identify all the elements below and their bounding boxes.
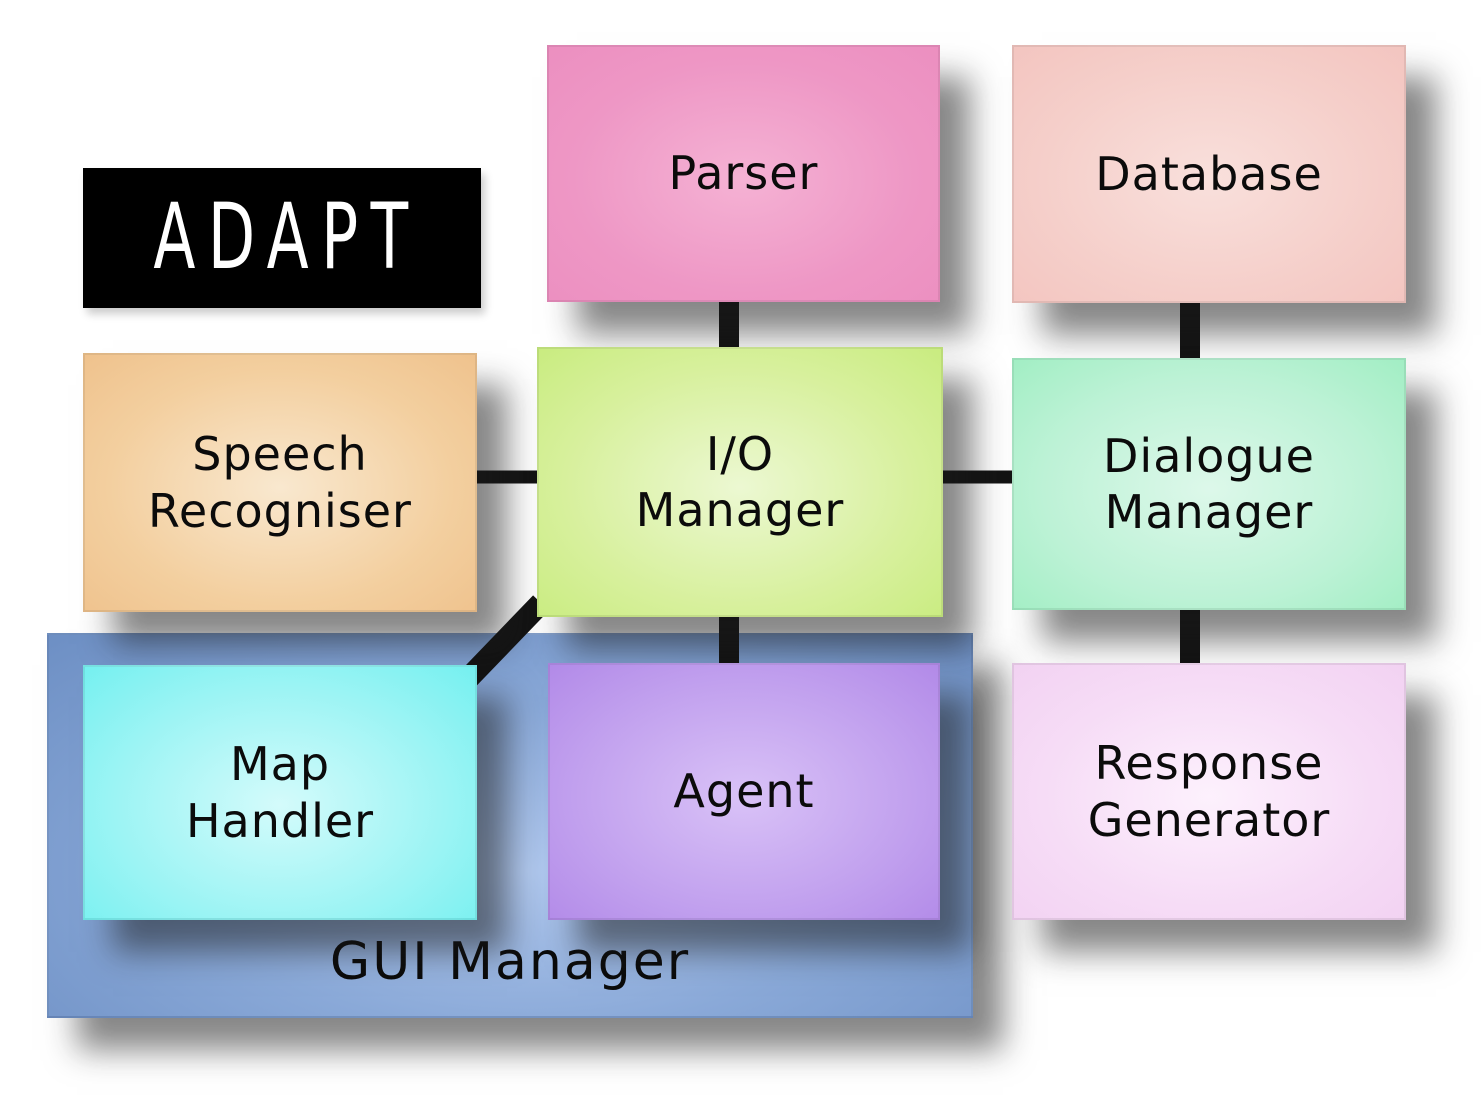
node-speech-recogniser-label: Speech Recogniser	[148, 427, 412, 538]
node-dialogue-manager-label: Dialogue Manager	[1103, 428, 1315, 539]
node-speech-recogniser: Speech Recogniser	[83, 353, 477, 612]
node-parser: Parser	[547, 45, 940, 302]
gui-manager-label: GUI Manager	[329, 932, 691, 992]
node-io-manager: I/O Manager	[537, 347, 943, 617]
node-map-handler: Map Handler	[83, 665, 477, 920]
node-parser-label: Parser	[668, 146, 819, 201]
adapt-logo: ADAPT	[83, 168, 481, 308]
node-agent: Agent	[548, 663, 940, 920]
node-io-manager-label: I/O Manager	[635, 426, 845, 537]
node-database: Database	[1012, 45, 1406, 303]
node-database-label: Database	[1095, 146, 1323, 201]
node-response-generator-label: Response Generator	[1087, 736, 1331, 847]
node-response-generator: Response Generator	[1012, 663, 1406, 920]
node-dialogue-manager: Dialogue Manager	[1012, 358, 1406, 610]
adapt-logo-text: ADAPT	[153, 185, 421, 291]
node-agent-label: Agent	[673, 764, 815, 819]
node-map-handler-label: Map Handler	[185, 737, 375, 848]
